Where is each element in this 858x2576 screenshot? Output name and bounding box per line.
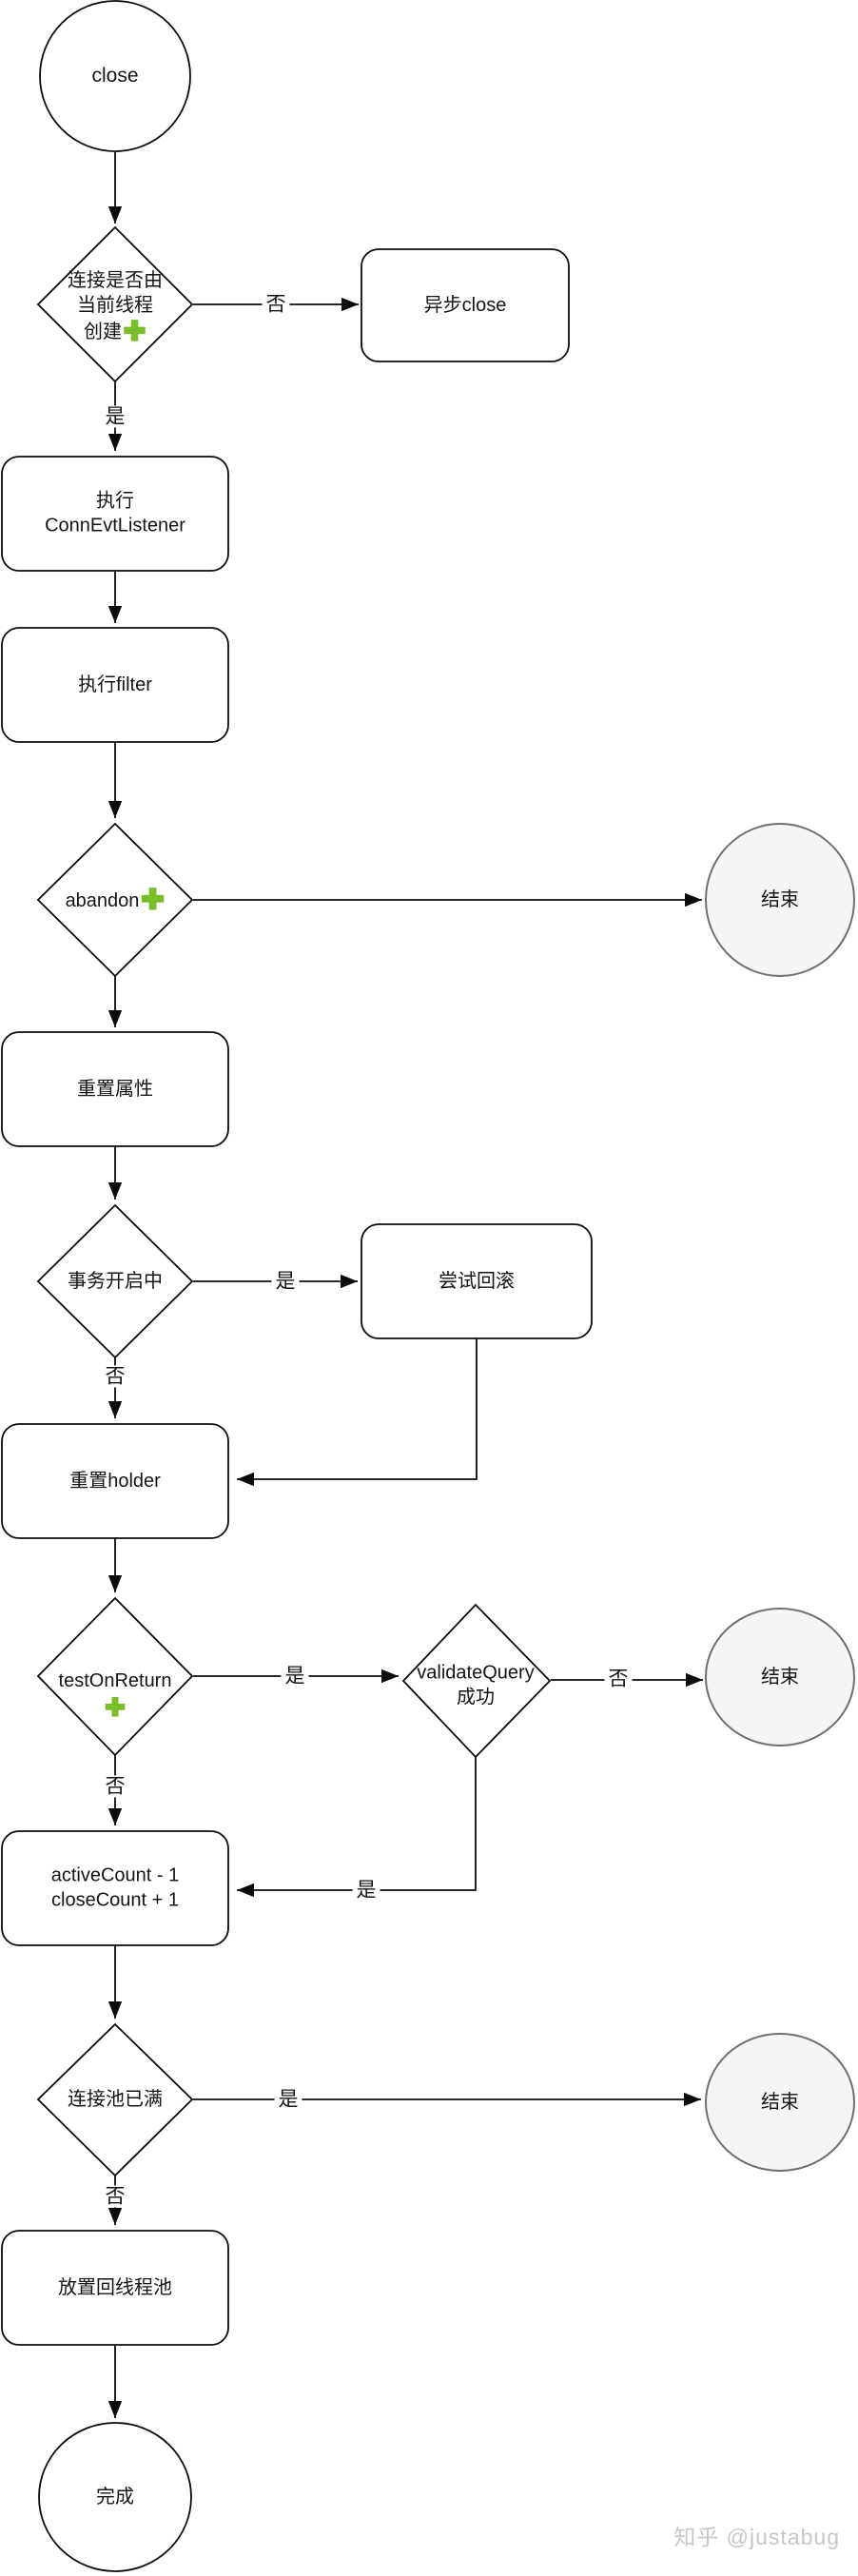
edge-label-yes-counts: 是 (352, 1879, 380, 1902)
plus-icon (123, 319, 146, 342)
abandon-text: abandon (65, 889, 140, 911)
node-label-end-1: 结束 (761, 888, 799, 910)
node-label-validate-query: validateQuery 成功 (417, 1662, 535, 1708)
node-label-abandon: abandon (66, 887, 166, 913)
watermark-text: 知乎 @justabug (673, 2525, 840, 2549)
edge-label-no-end2: 否 (604, 1668, 633, 1690)
node-label-put-back: 放置回线程池 (58, 2276, 172, 2298)
node-label-transaction-open: 事务开启中 (68, 1270, 163, 1292)
edge-label-yes-listener: 是 (101, 405, 129, 428)
done-circle-shape (38, 2422, 192, 2572)
edge-label-yes-end3: 是 (274, 2088, 302, 2111)
process-put-back-shape (1, 2230, 229, 2346)
edge-label-no-async-close: 否 (262, 293, 290, 316)
node-label-exec-filter: 执行filter (78, 673, 152, 695)
node-label-reset-holder: 重置holder (69, 1470, 161, 1492)
node-label-end-2: 结束 (761, 1666, 799, 1688)
process-async-close-shape (361, 248, 570, 362)
node-label-done: 完成 (96, 2486, 134, 2508)
edge-label-yes-rollback: 是 (271, 1270, 300, 1293)
end-circle-3-shape (705, 2033, 855, 2172)
edge-label-yes-validate: 是 (281, 1665, 309, 1688)
plus-icon (59, 1696, 172, 1718)
node-label-start: close (91, 65, 139, 88)
node-label-pool-full: 连接池已满 (68, 2088, 163, 2110)
node-label-reset-attributes: 重置属性 (77, 1078, 153, 1100)
node-label-async-close: 异步close (423, 294, 507, 316)
node-label-created-by-thread: 连接是否由 当前线程 创建 (68, 268, 163, 344)
plus-icon (140, 887, 165, 911)
edge-rollback-to-reset-holder (237, 1338, 478, 1487)
edge-validate-to-counts (237, 1757, 477, 1898)
node-label-try-rollback: 尝试回滚 (439, 1270, 515, 1292)
edge-label-no-reset-holder: 否 (101, 1365, 129, 1388)
node-label-conn-evt-listener: 执行 ConnEvtListener (45, 490, 185, 537)
end-circle-1-shape (705, 823, 855, 977)
end-circle-2-shape (705, 1608, 855, 1747)
created-by-thread-text: 连接是否由 当前线程 创建 (68, 269, 163, 342)
node-label-test-on-return: testOnReturn (58, 1669, 172, 1718)
edge-label-no-counts: 否 (101, 1775, 129, 1798)
node-label-end-3: 结束 (761, 2091, 799, 2113)
start-circle-shape (39, 0, 191, 152)
node-label-update-counts: activeCount - 1 closeCount + 1 (50, 1864, 180, 1911)
test-on-return-text: testOnReturn (58, 1669, 172, 1691)
edge-label-no-put-back: 否 (101, 2185, 129, 2208)
